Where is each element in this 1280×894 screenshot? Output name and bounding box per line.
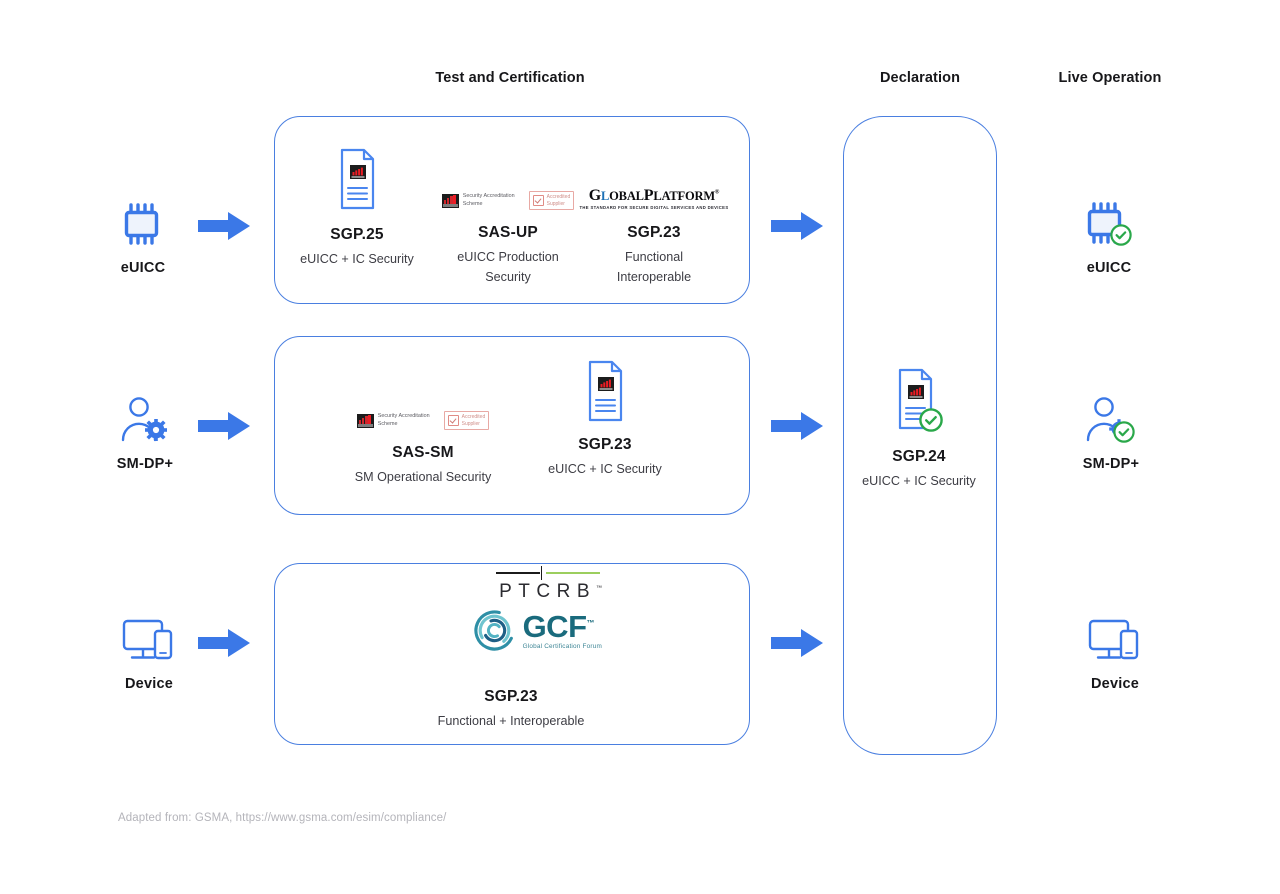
sas-scheme-line2: Scheme xyxy=(377,420,398,427)
cert-sub-sas-sm: SM Operational Security xyxy=(354,470,492,484)
arrow-smdp-to-test xyxy=(198,409,252,443)
entity-euicc: eUICC xyxy=(68,196,218,276)
euicc-chip-verified-icon xyxy=(1034,196,1184,252)
live-entity-label-device: Device xyxy=(1091,676,1139,692)
ptcrb-rule-mark xyxy=(495,566,600,580)
cert-sub-sgp23-row2: eUICC + IC Security xyxy=(548,462,662,476)
live-entity-label-smdp: SM-DP+ xyxy=(1082,456,1140,472)
arrow-test-to-declaration-row2 xyxy=(771,409,825,443)
cert-item-sas-up: Security Accreditation Scheme Accredited… xyxy=(437,148,579,287)
sas-scheme-line1: Security Accreditation xyxy=(377,413,430,420)
ptcrb-logo: PTCRB™ xyxy=(493,566,602,603)
arrow-test-to-declaration-row1 xyxy=(771,209,825,243)
globalplatform-tagline: THE STANDARD FOR SECURE DIGITAL SERVICES… xyxy=(579,204,729,210)
arrow-euicc-to-test xyxy=(198,209,252,243)
arrow-device-to-test xyxy=(198,626,252,660)
sas-logo-lockup-row1: Security Accreditation Scheme Accredited… xyxy=(437,148,579,210)
cert-item-sgp24: SGP.24 eUICC + IC Security xyxy=(845,368,993,492)
cert-title-sgp23-row3: SGP.23 xyxy=(484,688,538,705)
live-entity-label-euicc: eUICC xyxy=(1086,260,1132,276)
globalplatform-logo: GLOBALPLATFORM® THE STANDARD FOR SECURE … xyxy=(580,148,729,210)
accredited-supplier-badge: Accredited Supplier xyxy=(443,411,490,430)
ptcrb-wordmark: PTCRB™ xyxy=(499,581,602,602)
cert-item-sas-sm: Security Accreditation Scheme Accredited… xyxy=(343,368,503,488)
cert-title-sgp25: SGP.25 xyxy=(330,226,384,243)
gcf-ring-icon xyxy=(473,610,515,651)
stage-box-device-test xyxy=(274,563,750,745)
cert-sub-sgp25: eUICC + IC Security xyxy=(300,252,414,266)
gsma-sas-mark-icon xyxy=(356,413,374,428)
checkbox-icon xyxy=(447,415,459,426)
entity-label-device: Device xyxy=(125,676,173,692)
cert-title-sas-up: SAS-UP xyxy=(478,224,538,241)
gcf-logo: GCF™ Global Certification Forum xyxy=(473,609,602,652)
cert-title-sgp23-row1: SGP.23 xyxy=(627,224,681,241)
cert-title-sgp24: SGP.24 xyxy=(892,448,946,465)
globalplatform-wordmark: GLOBALPLATFORM® xyxy=(588,186,720,204)
entity-device: Device xyxy=(74,612,224,692)
entity-label-euicc: eUICC xyxy=(120,260,166,276)
accredited-line2: Supplier xyxy=(461,420,480,427)
gcf-tagline: Global Certification Forum xyxy=(522,642,602,650)
live-entity-euicc: eUICC xyxy=(1034,196,1184,276)
accredited-supplier-badge: Accredited Supplier xyxy=(528,191,575,210)
smdp-person-gear-icon xyxy=(70,392,220,448)
cert-item-sgp23-row3: PTCRB™ GCF™ Global Certification Forum S xyxy=(420,566,602,732)
cert-sub-sas-up: eUICC Production Security xyxy=(457,250,559,284)
sas-logo-lockup-row2: Security Accreditation Scheme Accredited… xyxy=(343,368,503,430)
entity-smdp: SM-DP+ xyxy=(70,392,220,472)
cert-sub-sgp23-row3: Functional + Interoperable xyxy=(437,714,585,728)
device-monitor-phone-icon xyxy=(74,612,224,668)
live-entity-device: Device xyxy=(1040,612,1190,692)
column-header-declaration: Declaration xyxy=(879,70,961,86)
euicc-chip-icon xyxy=(68,196,218,252)
live-entity-smdp: SM-DP+ xyxy=(1036,392,1186,472)
gsma-sas-mark-icon xyxy=(441,193,459,208)
cert-sub-sgp23-row1: Functional Interoperable xyxy=(616,250,692,284)
stage-box-declaration xyxy=(843,116,997,755)
sgp25-document-icon xyxy=(288,148,426,210)
source-attribution: Adapted from: GSMA, https://www.gsma.com… xyxy=(118,812,447,824)
stage-box-euicc-test xyxy=(274,116,750,304)
device-monitor-phone-icon-live xyxy=(1040,612,1190,668)
column-header-live-operation: Live Operation xyxy=(1058,70,1162,86)
sgp24-document-verified-icon xyxy=(845,368,993,434)
sgp23-document-icon xyxy=(534,360,676,422)
cert-sub-sgp24: eUICC + IC Security xyxy=(862,474,976,488)
accredited-line2: Supplier xyxy=(546,200,565,207)
stage-box-smdp-test xyxy=(274,336,750,515)
arrow-test-to-declaration-row3 xyxy=(771,626,825,660)
cert-item-sgp23-row2: SGP.23 eUICC + IC Security xyxy=(534,360,676,480)
gcf-wordmark: GCF™ xyxy=(522,608,595,644)
sas-scheme-line2: Scheme xyxy=(462,200,483,207)
cert-title-sgp23-row2: SGP.23 xyxy=(578,436,632,453)
entity-label-smdp: SM-DP+ xyxy=(116,456,174,472)
cert-item-sgp23-row1: GLOBALPLATFORM® THE STANDARD FOR SECURE … xyxy=(580,148,729,287)
accredited-line1: Accredited xyxy=(546,194,571,200)
cert-item-sgp25: SGP.25 eUICC + IC Security xyxy=(288,148,426,270)
sas-scheme-line1: Security Accreditation xyxy=(462,193,515,200)
column-header-test-certification: Test and Certification xyxy=(435,70,585,86)
accredited-line1: Accredited xyxy=(461,414,486,420)
smdp-person-gear-verified-icon xyxy=(1036,392,1186,448)
checkbox-icon xyxy=(532,195,544,206)
cert-title-sas-sm: SAS-SM xyxy=(392,444,454,461)
